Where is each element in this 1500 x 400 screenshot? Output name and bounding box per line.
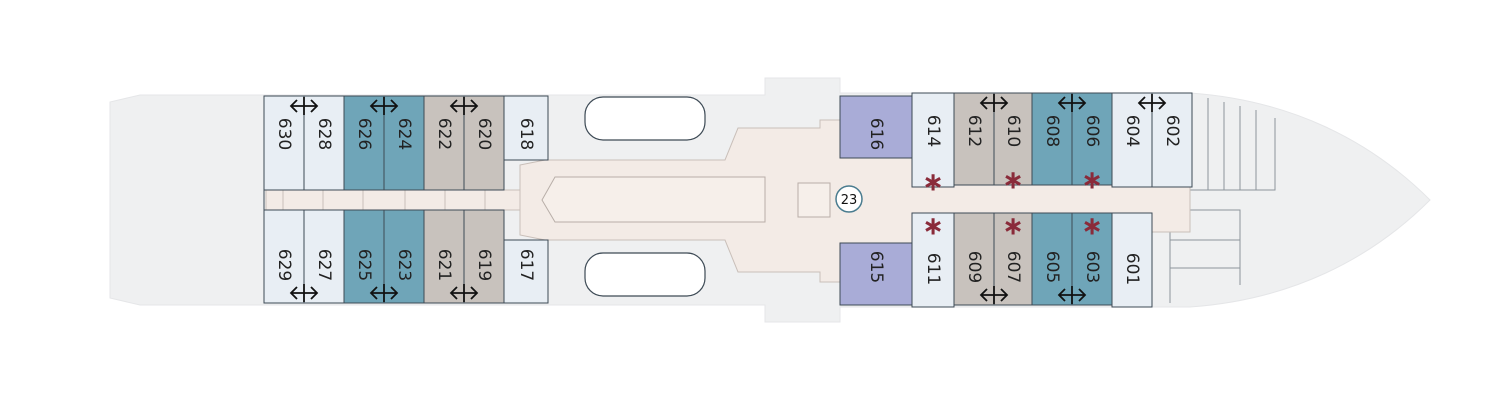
connecting-door-icon-619-621 bbox=[449, 284, 479, 302]
cabin-number-603: 603 bbox=[1082, 251, 1102, 283]
connecting-door-icon-603-605 bbox=[1057, 286, 1087, 304]
cabin-number-628: 628 bbox=[314, 118, 334, 150]
connecting-door-icon-620-622 bbox=[449, 97, 479, 115]
cabin-number-607: 607 bbox=[1003, 251, 1023, 283]
cabin-number-614: 614 bbox=[923, 115, 943, 147]
cabin-604[interactable] bbox=[1111, 92, 1153, 188]
cabin-628[interactable] bbox=[303, 95, 345, 191]
cabin-614[interactable] bbox=[911, 92, 955, 188]
cabin-number-602: 602 bbox=[1162, 115, 1182, 147]
connecting-door-icon-610-612 bbox=[979, 94, 1009, 112]
cabin-number-604: 604 bbox=[1122, 115, 1142, 147]
cabin-number-606: 606 bbox=[1082, 115, 1102, 147]
cabin-602[interactable] bbox=[1151, 92, 1193, 188]
cabin-number-619: 619 bbox=[474, 249, 494, 281]
location-badge-circle bbox=[835, 185, 863, 213]
connecting-door-icon-628-630 bbox=[289, 97, 319, 115]
cabin-number-624: 624 bbox=[394, 118, 414, 150]
corridor-segments bbox=[282, 186, 486, 214]
cabin-624[interactable] bbox=[383, 95, 425, 191]
connecting-door-icon-627-629 bbox=[289, 284, 319, 302]
cabin-610[interactable] bbox=[993, 92, 1033, 186]
cabin-number-612: 612 bbox=[964, 115, 984, 147]
cabin-number-610: 610 bbox=[1003, 115, 1023, 147]
stars-layer: ∗ ∗ ∗ ∗ ∗ ∗ bbox=[922, 166, 1103, 242]
cabin-616[interactable] bbox=[839, 95, 913, 159]
cabin-622[interactable] bbox=[423, 95, 465, 191]
connecting-door-icon-606-608 bbox=[1057, 94, 1087, 112]
cabins-layer: 630 628 626 624 622 620 618 629 627 625 623 621 619 6… bbox=[263, 92, 1193, 308]
cabin-626[interactable] bbox=[343, 95, 385, 191]
cabin-615[interactable] bbox=[839, 242, 913, 306]
cabin-number-625: 625 bbox=[354, 249, 374, 281]
cabin-number-626: 626 bbox=[354, 118, 374, 150]
cabin-number-630: 630 bbox=[274, 118, 294, 150]
deck-opening-bottom bbox=[584, 252, 706, 297]
cabin-number-616: 616 bbox=[866, 118, 886, 150]
cabin-number-622: 622 bbox=[434, 118, 454, 150]
cabin-601[interactable] bbox=[1111, 212, 1153, 308]
stair-core bbox=[797, 182, 831, 218]
connecting-door-icon-602-604 bbox=[1137, 94, 1167, 112]
deck-opening-top bbox=[584, 96, 706, 141]
cabin-number-629: 629 bbox=[274, 249, 294, 281]
cabin-number-601: 601 bbox=[1122, 253, 1142, 285]
cabin-number-608: 608 bbox=[1042, 115, 1062, 147]
cabin-620[interactable] bbox=[463, 95, 505, 191]
cabin-number-605: 605 bbox=[1042, 251, 1062, 283]
cabin-617[interactable] bbox=[503, 239, 549, 304]
connecting-door-icon-623-625 bbox=[369, 284, 399, 302]
connectors-layer bbox=[289, 94, 1167, 304]
cabin-number-627: 627 bbox=[314, 249, 334, 281]
location-badge-text: 23 bbox=[841, 193, 858, 208]
cabin-number-615: 615 bbox=[866, 251, 886, 283]
cabin-number-618: 618 bbox=[516, 118, 536, 150]
cabin-number-609: 609 bbox=[964, 251, 984, 283]
star-icon-610: ∗ bbox=[1002, 166, 1024, 196]
cabin-number-621: 621 bbox=[434, 249, 454, 281]
cabin-607[interactable] bbox=[993, 212, 1033, 306]
star-icon-611: ∗ bbox=[922, 212, 944, 242]
cabin-number-623: 623 bbox=[394, 249, 414, 281]
cabin-number-617: 617 bbox=[516, 249, 536, 281]
cabin-number-611: 611 bbox=[923, 253, 943, 285]
star-icon-603: ∗ bbox=[1081, 212, 1103, 242]
cabin-618[interactable] bbox=[503, 95, 549, 161]
cabin-number-620: 620 bbox=[474, 118, 494, 150]
cabin-611[interactable] bbox=[911, 212, 955, 308]
star-icon-614: ∗ bbox=[922, 168, 944, 198]
connecting-door-icon-607-609 bbox=[979, 286, 1009, 304]
star-icon-607: ∗ bbox=[1002, 212, 1024, 242]
connecting-door-icon-624-626 bbox=[369, 97, 399, 115]
star-icon-606: ∗ bbox=[1081, 166, 1103, 196]
lobby-stair bbox=[541, 176, 766, 223]
cabin-630[interactable] bbox=[263, 95, 305, 191]
